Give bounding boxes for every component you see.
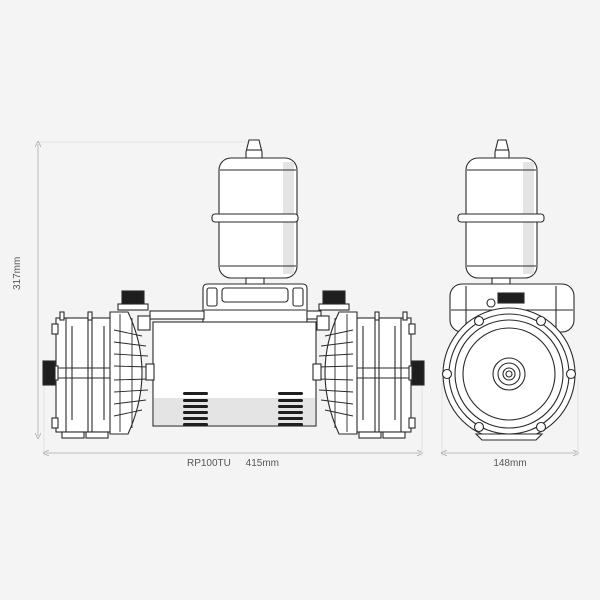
model-name: RP100TU: [186, 458, 231, 469]
pump-head-right: [312, 290, 425, 439]
connecting-pipes: [149, 310, 322, 320]
pump-head-left: [42, 290, 155, 439]
vent-slots-left: [183, 392, 208, 426]
expansion-vessel-front: [211, 139, 299, 287]
depth-dimension-label: 148mm: [493, 458, 527, 469]
bolt-holes: [441, 315, 577, 433]
width-value: 415mm: [245, 458, 280, 469]
vent-slots-right: [278, 392, 303, 426]
height-dimension-label: 317mm: [12, 256, 23, 290]
pump-face: [441, 307, 577, 441]
front-view: [42, 139, 425, 439]
side-view: [441, 139, 577, 441]
expansion-vessel-side: [457, 139, 545, 287]
width-dimension-label: RP100TU 415mm: [0, 458, 466, 469]
motor-body: [152, 321, 317, 427]
